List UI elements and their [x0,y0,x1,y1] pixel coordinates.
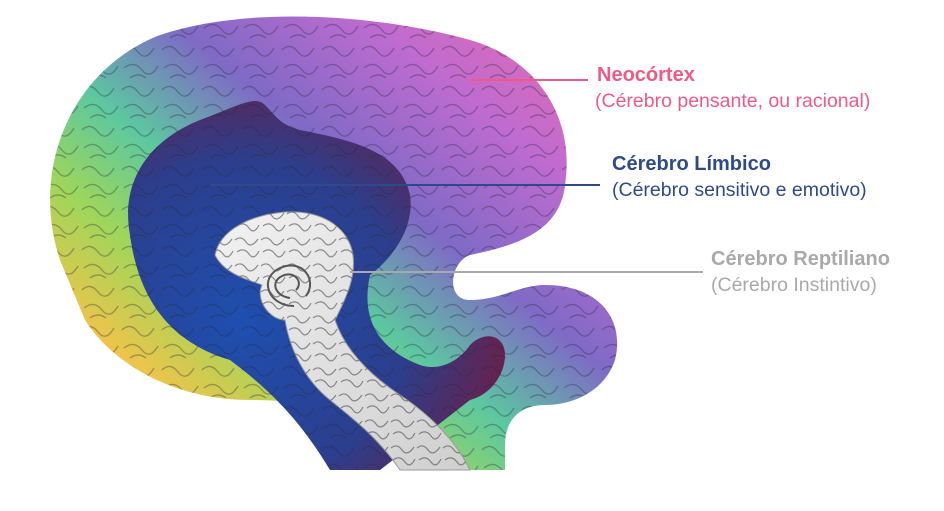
reptilian-subtitle: (Cérebro Instintivo) [711,273,877,297]
neocortex-title: Neocórtex [597,63,695,87]
limbic-title: Cérebro Límbico [612,152,771,176]
limbic-subtitle: (Cérebro sensitivo e emotivo) [612,178,867,202]
reptilian-title: Cérebro Reptiliano [711,247,890,271]
neocortex-subtitle: (Cérebro pensante, ou racional) [595,89,870,113]
